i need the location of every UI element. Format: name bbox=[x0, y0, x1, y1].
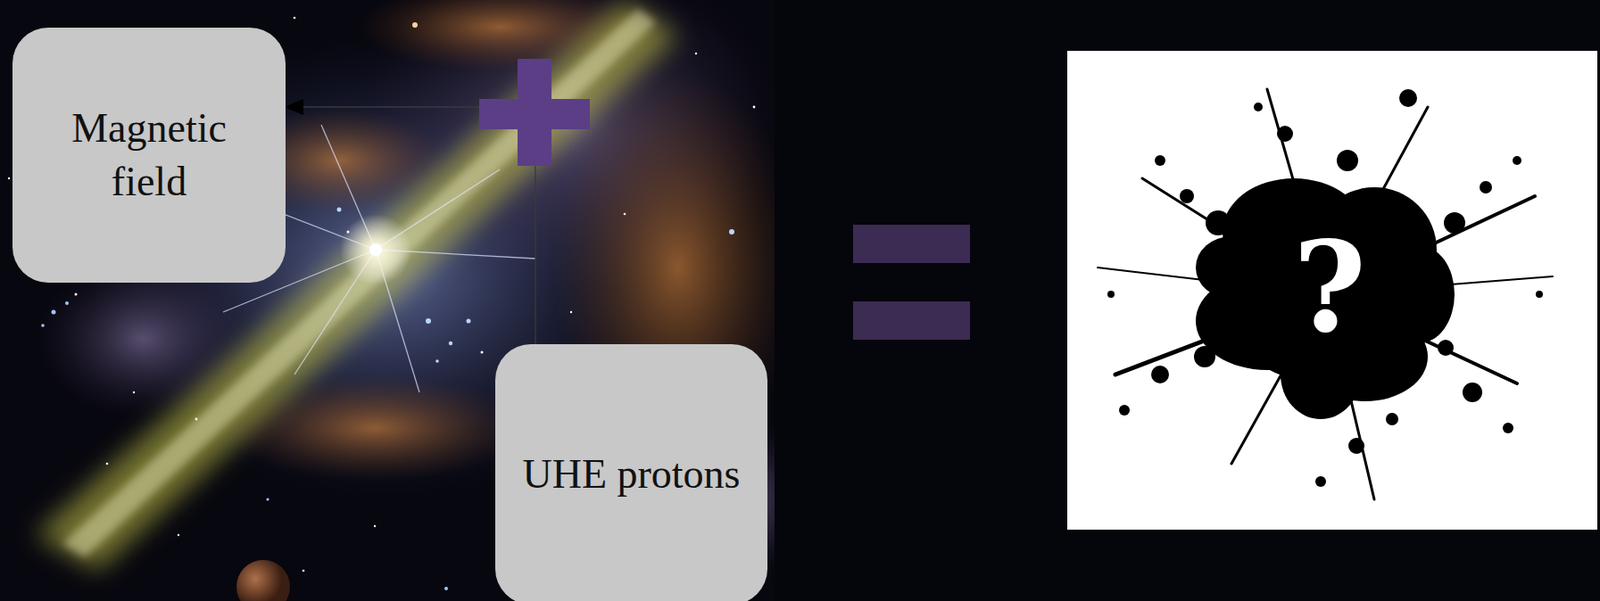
leader-line bbox=[299, 106, 480, 108]
plus-sign bbox=[479, 58, 590, 166]
uhe-protons-box: UHE protons bbox=[495, 344, 768, 601]
ink-splatter-panel bbox=[1067, 50, 1598, 531]
node-label: UHE protons bbox=[522, 447, 740, 502]
space-image bbox=[0, 0, 775, 601]
magnetic-field-box: Magnetic field bbox=[12, 27, 286, 283]
question-mark: ? bbox=[1293, 224, 1367, 350]
arrowhead bbox=[283, 99, 304, 116]
node-label: Magnetic field bbox=[59, 101, 239, 209]
equals-sign bbox=[853, 224, 970, 340]
